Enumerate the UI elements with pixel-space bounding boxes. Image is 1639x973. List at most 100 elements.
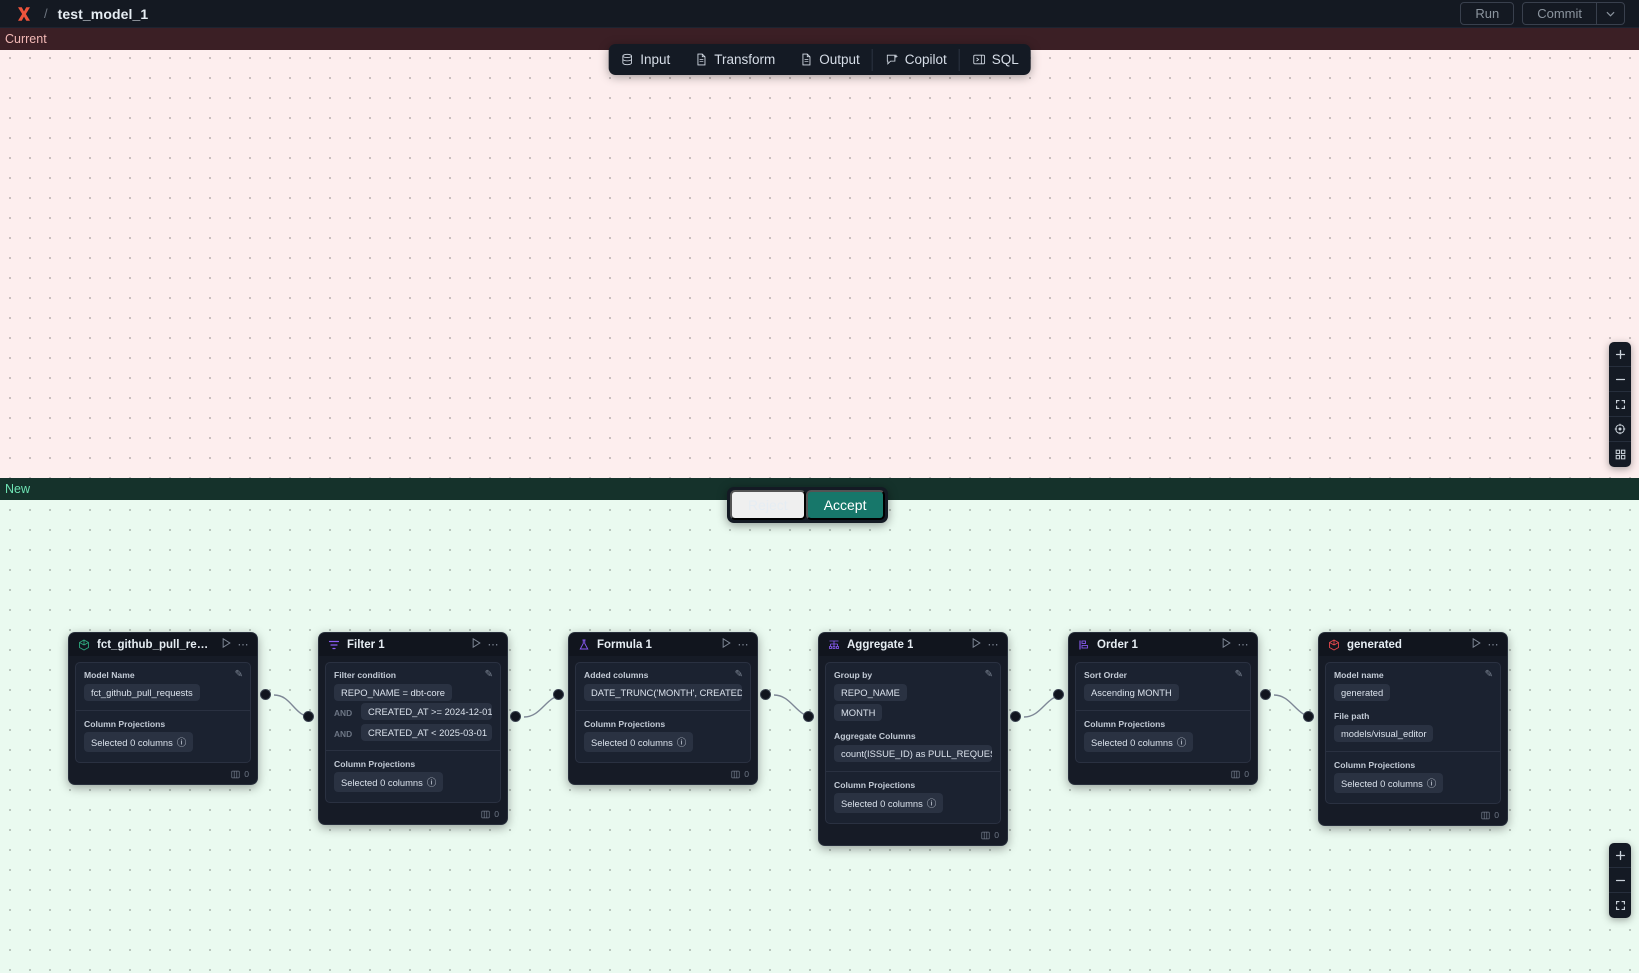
sort-order-chip[interactable]: Ascending MONTH <box>1084 684 1179 701</box>
columns-icon <box>1481 811 1490 820</box>
node-header-actions: ⋯ <box>722 637 750 651</box>
divider <box>826 771 1000 772</box>
graph-node-order[interactable]: Order 1 ⋯ ✎ Sort Order Ascending MONTH C… <box>1068 632 1258 785</box>
column-projections-chip[interactable]: Selected 0 columns ⓘ <box>84 732 194 752</box>
play-icon[interactable] <box>222 637 231 651</box>
aggregate-columns-chip[interactable]: count(ISSUE_ID) as PULL_REQUEST_... <box>834 745 992 762</box>
file-path-chip[interactable]: models/visual_editor <box>1334 725 1434 742</box>
fit-screen-button[interactable] <box>1609 392 1631 417</box>
accept-button[interactable]: Accept <box>805 490 885 520</box>
reject-button[interactable]: Reject <box>730 490 806 520</box>
node-footer: 0 <box>819 830 1007 845</box>
zoom-out-button[interactable] <box>1609 367 1631 392</box>
info-icon[interactable]: ⓘ <box>1426 778 1437 789</box>
section-label: Column Projections <box>584 719 666 729</box>
brand-x-logo[interactable] <box>14 4 34 24</box>
grid-toggle-button[interactable] <box>1609 442 1631 467</box>
section-label: Model Name <box>84 670 135 680</box>
columns-icon <box>981 831 990 840</box>
zoom-in-button[interactable] <box>1609 843 1631 868</box>
filter-condition-row: AND CREATED_AT < 2025-03-01 <box>334 724 492 743</box>
more-icon[interactable]: ⋯ <box>237 639 249 651</box>
fit-screen-button[interactable] <box>1609 893 1631 918</box>
filter-condition-chip[interactable]: REPO_NAME = dbt-core <box>334 684 452 701</box>
database-icon <box>620 53 634 67</box>
group-by-chip[interactable]: MONTH <box>834 704 883 721</box>
edit-pencil-icon[interactable]: ✎ <box>734 669 743 680</box>
row-count: 0 <box>1244 769 1249 779</box>
graph-node-generated[interactable]: generated ⋯ ✎ Model name generated File … <box>1318 632 1508 826</box>
play-icon[interactable] <box>472 637 481 651</box>
node-port-in-generated[interactable] <box>1303 711 1314 722</box>
more-icon[interactable]: ⋯ <box>487 639 499 651</box>
node-port-out-formula[interactable] <box>760 689 771 700</box>
toolbar-item-sql[interactable]: SQL <box>960 44 1031 75</box>
group-by-chip[interactable]: REPO_NAME <box>834 684 907 701</box>
column-projections-chip[interactable]: Selected 0 columns ⓘ <box>1084 732 1194 752</box>
divider <box>576 710 750 711</box>
play-icon[interactable] <box>1472 637 1481 651</box>
info-icon[interactable]: ⓘ <box>1176 737 1187 748</box>
node-header-actions: ⋯ <box>222 637 250 651</box>
node-title: Aggregate 1 <box>847 638 914 651</box>
graph-node-source[interactable]: fct_github_pull_requests ⋯ ✎ Model Name … <box>68 632 258 785</box>
commit-button-group[interactable]: Commit <box>1522 2 1625 25</box>
node-body: ✎ Sort Order Ascending MONTH Column Proj… <box>1075 662 1251 763</box>
target-center-button[interactable] <box>1609 417 1631 442</box>
edit-pencil-icon[interactable]: ✎ <box>1234 669 1243 680</box>
more-icon[interactable]: ⋯ <box>987 639 999 651</box>
node-port-in-filter[interactable] <box>303 711 314 722</box>
toolbar-item-label: SQL <box>991 52 1019 67</box>
column-projections-chip[interactable]: Selected 0 columns ⓘ <box>334 772 444 792</box>
edit-pencil-icon[interactable]: ✎ <box>234 669 243 680</box>
toolbar-item-copilot[interactable]: Copilot <box>873 44 959 75</box>
info-icon[interactable]: ⓘ <box>926 798 937 809</box>
node-port-out-order[interactable] <box>1260 689 1271 700</box>
more-icon[interactable]: ⋯ <box>1487 639 1499 651</box>
info-icon[interactable]: ⓘ <box>426 777 437 788</box>
more-icon[interactable]: ⋯ <box>737 639 749 651</box>
info-icon[interactable]: ⓘ <box>176 737 187 748</box>
column-projections-chip[interactable]: Selected 0 columns ⓘ <box>834 793 944 813</box>
more-icon[interactable]: ⋯ <box>1237 639 1249 651</box>
graph-node-formula[interactable]: Formula 1 ⋯ ✎ Added columns DATE_TRUNC('… <box>568 632 758 785</box>
graph-node-filter[interactable]: Filter 1 ⋯ ✎ Filter condition REPO_NAME … <box>318 632 508 825</box>
sparkle-chat-icon <box>885 53 899 67</box>
chevron-down-icon[interactable] <box>1596 3 1624 24</box>
added-columns-chip[interactable]: DATE_TRUNC('MONTH', CREATED_AT... <box>584 684 742 701</box>
edit-pencil-icon[interactable]: ✎ <box>984 669 993 680</box>
edit-pencil-icon[interactable]: ✎ <box>1484 669 1493 680</box>
node-header: Order 1 ⋯ <box>1069 633 1257 656</box>
commit-button[interactable]: Commit <box>1537 6 1582 21</box>
play-icon[interactable] <box>1222 637 1231 651</box>
node-port-out-aggregate[interactable] <box>1010 711 1021 722</box>
play-icon[interactable] <box>972 637 981 651</box>
section-label: Column Projections <box>1084 719 1166 729</box>
filter-purple-icon <box>327 638 340 651</box>
node-port-out-filter[interactable] <box>510 711 521 722</box>
play-icon[interactable] <box>722 637 731 651</box>
zoom-in-button[interactable] <box>1609 342 1631 367</box>
filter-condition-chip[interactable]: CREATED_AT >= 2024-12-01 <box>361 703 492 720</box>
node-port-out-source[interactable] <box>260 689 271 700</box>
filter-condition-chip[interactable]: CREATED_AT < 2025-03-01 <box>361 724 492 741</box>
run-button[interactable]: Run <box>1460 2 1515 25</box>
zoom-out-button[interactable] <box>1609 868 1631 893</box>
node-port-in-aggregate[interactable] <box>803 711 814 722</box>
toolbar-divider <box>871 48 873 71</box>
graph-node-aggregate[interactable]: Aggregate 1 ⋯ ✎ Group by REPO_NAME MONTH… <box>818 632 1008 846</box>
divider <box>1076 710 1250 711</box>
toolbar-item-transform[interactable]: Transform <box>682 44 787 75</box>
model-name-chip[interactable]: generated <box>1334 684 1391 701</box>
node-port-in-order[interactable] <box>1053 689 1064 700</box>
toolbar-item-label: Output <box>819 52 860 67</box>
toolbar-item-input[interactable]: Input <box>608 44 682 75</box>
info-icon[interactable]: ⓘ <box>676 737 687 748</box>
model-name-chip[interactable]: fct_github_pull_requests <box>84 684 200 701</box>
node-port-in-formula[interactable] <box>553 689 564 700</box>
toolbar-item-output[interactable]: Output <box>787 44 872 75</box>
column-projections-chip[interactable]: Selected 0 columns ⓘ <box>584 732 694 752</box>
edit-pencil-icon[interactable]: ✎ <box>484 669 493 680</box>
current-panel-label: Current <box>0 28 1639 50</box>
column-projections-chip[interactable]: Selected 0 columns ⓘ <box>1334 773 1444 793</box>
